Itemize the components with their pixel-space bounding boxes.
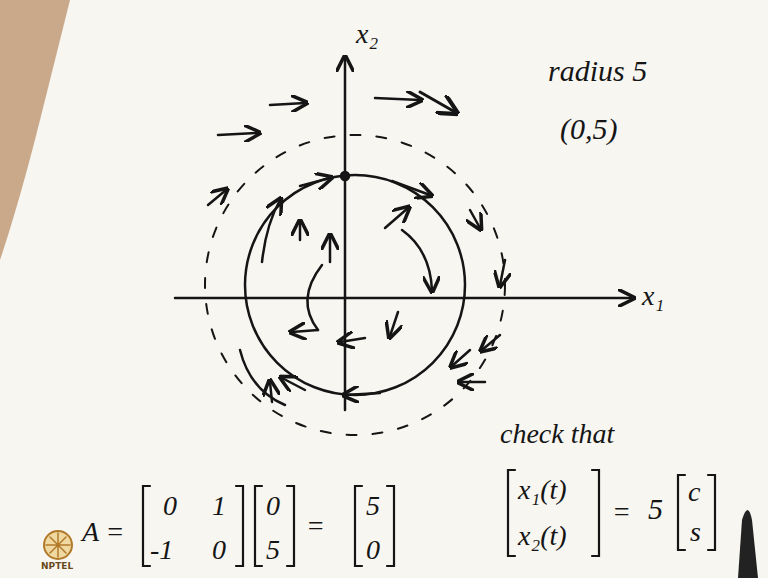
field-arrows — [208, 92, 505, 405]
state-entry: x₂(t) — [518, 522, 567, 550]
vector-entry: c — [688, 478, 700, 506]
point-label: (0,5) — [560, 114, 617, 144]
matrix-brackets — [143, 470, 715, 566]
axis-label: x₂ — [356, 20, 378, 48]
vector-entry: 0 — [266, 492, 280, 520]
dashed-circle — [205, 135, 505, 435]
scalar-factor: 5 — [648, 494, 663, 524]
x2-axis — [344, 58, 347, 410]
equals-sign: = — [612, 498, 631, 526]
matrix-entry: 0 — [163, 492, 177, 520]
note-text: radius 5 — [548, 56, 647, 86]
matrix-entry: 0 — [212, 536, 226, 564]
equals-sign: = — [306, 512, 325, 540]
nptel-logo — [44, 531, 72, 559]
vector-entry: 5 — [366, 492, 380, 520]
axis-label: x₁ — [642, 282, 664, 310]
note-text: check that — [500, 420, 614, 448]
hand-shadow — [0, 0, 70, 260]
trajectory-circle — [245, 175, 465, 395]
point-dot — [341, 172, 349, 180]
nptel-logo-rays — [46, 533, 70, 557]
x1-axis — [175, 297, 632, 300]
pen-tip — [738, 510, 758, 578]
matrix-name: A = — [82, 518, 125, 546]
vector-entry: 0 — [366, 536, 380, 564]
matrix-entry: -1 — [150, 536, 173, 564]
vector-entry: 5 — [266, 536, 280, 564]
logo-text: NPTEL — [41, 562, 73, 571]
state-entry: x₁(t) — [518, 476, 567, 504]
matrix-entry: 1 — [212, 492, 226, 520]
vector-entry: s — [690, 518, 701, 546]
